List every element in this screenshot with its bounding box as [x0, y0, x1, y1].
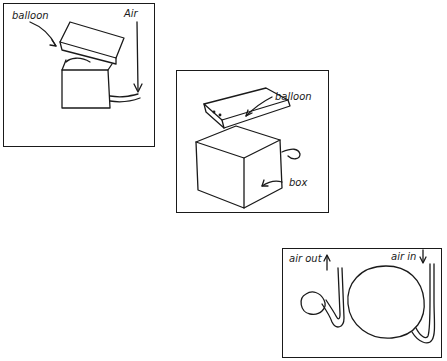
sketch-panel: air out air in [282, 248, 442, 358]
balloon-box-3d-sketch [196, 88, 300, 208]
sketch-panel: balloon box [176, 70, 329, 213]
panel-label: box [289, 177, 307, 189]
panel-label: balloon [12, 10, 49, 22]
sketch-panel: balloon Air [3, 3, 155, 147]
balloon-box-sketch [30, 22, 142, 108]
panel-label: balloon [275, 91, 312, 103]
panel-label: Air [124, 8, 138, 20]
panel-label: air in [391, 251, 416, 263]
panel-label: air out [289, 253, 322, 265]
